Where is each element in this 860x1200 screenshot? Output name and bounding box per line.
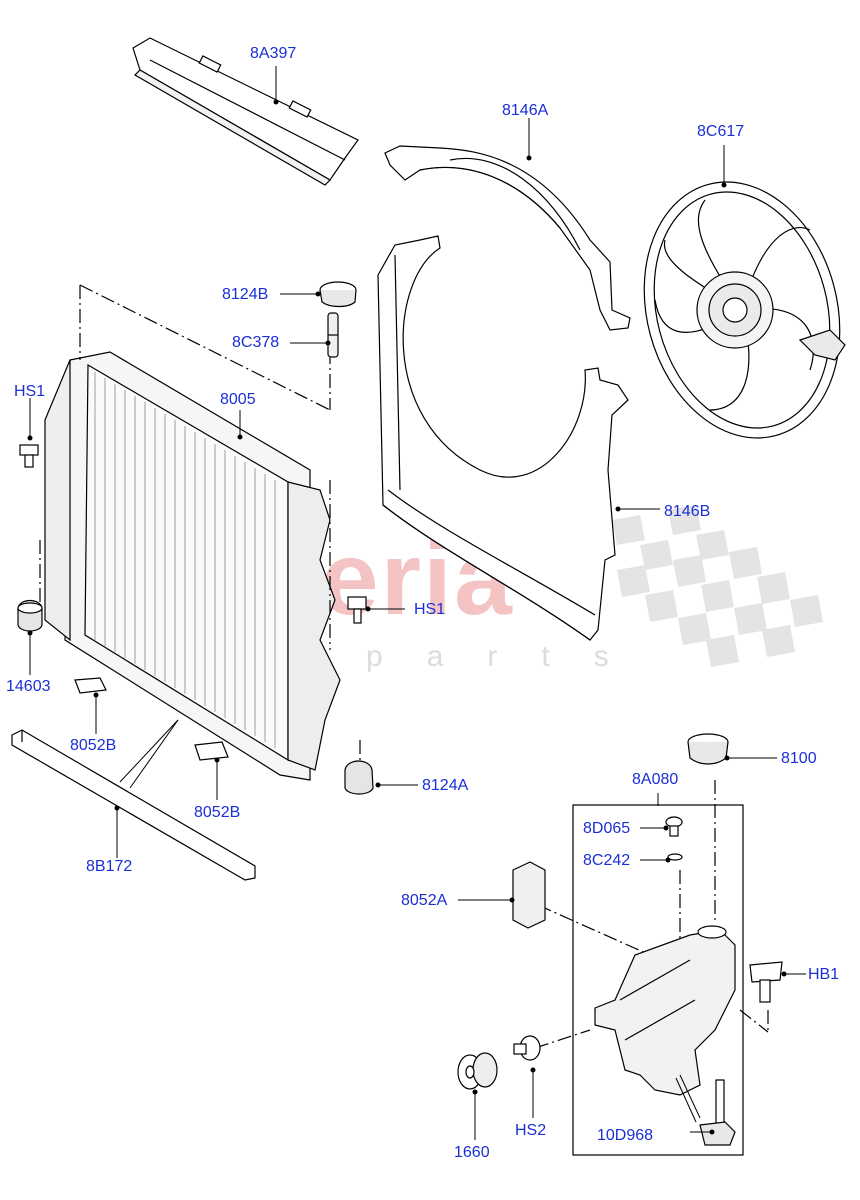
callout-8C617[interactable]: 8C617 [697,123,745,140]
callout-10D968[interactable]: 10D968 [597,1127,654,1144]
callout-HS1-right[interactable]: HS1 [414,601,446,618]
grommet-1660 [457,1052,498,1090]
level-sensor-10D968 [699,1079,736,1146]
bolt-HS1-left [19,444,39,468]
callout-8124B[interactable]: 8124B [222,286,269,303]
upper-deflector-8A397 [132,37,359,186]
callout-8D065[interactable]: 8D065 [583,820,631,837]
callout-8B172[interactable]: 8B172 [86,858,133,875]
cooling-fan-8C617 [643,181,846,439]
callout-dots [27,99,787,1135]
filler-cap-8100 [687,733,729,765]
callout-8C242[interactable]: 8C242 [583,852,631,869]
clip-8052B-left [74,677,107,694]
insulator-8124B [319,281,357,308]
o-ring-8C242 [667,853,683,861]
callout-HB1[interactable]: HB1 [808,966,840,983]
callout-8C378[interactable]: 8C378 [232,334,280,351]
expansion-tank-8A080 [594,925,736,1096]
callout-8052B-left[interactable]: 8052B [70,737,117,754]
callout-HS1-left[interactable]: HS1 [14,383,46,400]
pin-8C378 [327,312,339,358]
callout-8052A[interactable]: 8052A [401,892,448,909]
callout-8124A[interactable]: 8124A [422,777,469,794]
radiator-8005 [44,351,341,781]
bushing-14603 [17,599,43,632]
callout-8146A[interactable]: 8146A [502,102,549,119]
callout-8A397[interactable]: 8A397 [250,45,297,62]
callout-8146B[interactable]: 8146B [664,503,711,520]
callout-leaders [29,66,806,1140]
screw-HS2 [513,1035,541,1061]
callout-8005[interactable]: 8005 [220,391,256,408]
callout-14603[interactable]: 14603 [6,678,51,695]
bracket-8052A [512,861,546,929]
bleed-screw-8D065 [665,816,683,837]
upper-fan-cowl-8146A [384,145,631,331]
bolt-HB1 [749,961,783,1003]
bolt-HS1-right [347,596,367,624]
callout-8A080[interactable]: 8A080 [632,771,679,788]
lower-fan-cowl-8146B [377,235,629,641]
callout-8100[interactable]: 8100 [781,750,817,767]
seal-strip-8B172 [11,729,256,881]
checkered-flag-watermark [612,505,823,667]
clip-8052B-right [194,741,229,761]
insulator-8124A [344,760,374,795]
leader-guides [39,284,769,1049]
callout-HS2[interactable]: HS2 [515,1122,547,1139]
callout-8052B-right[interactable]: 8052B [194,804,241,821]
callout-1660[interactable]: 1660 [454,1144,490,1161]
